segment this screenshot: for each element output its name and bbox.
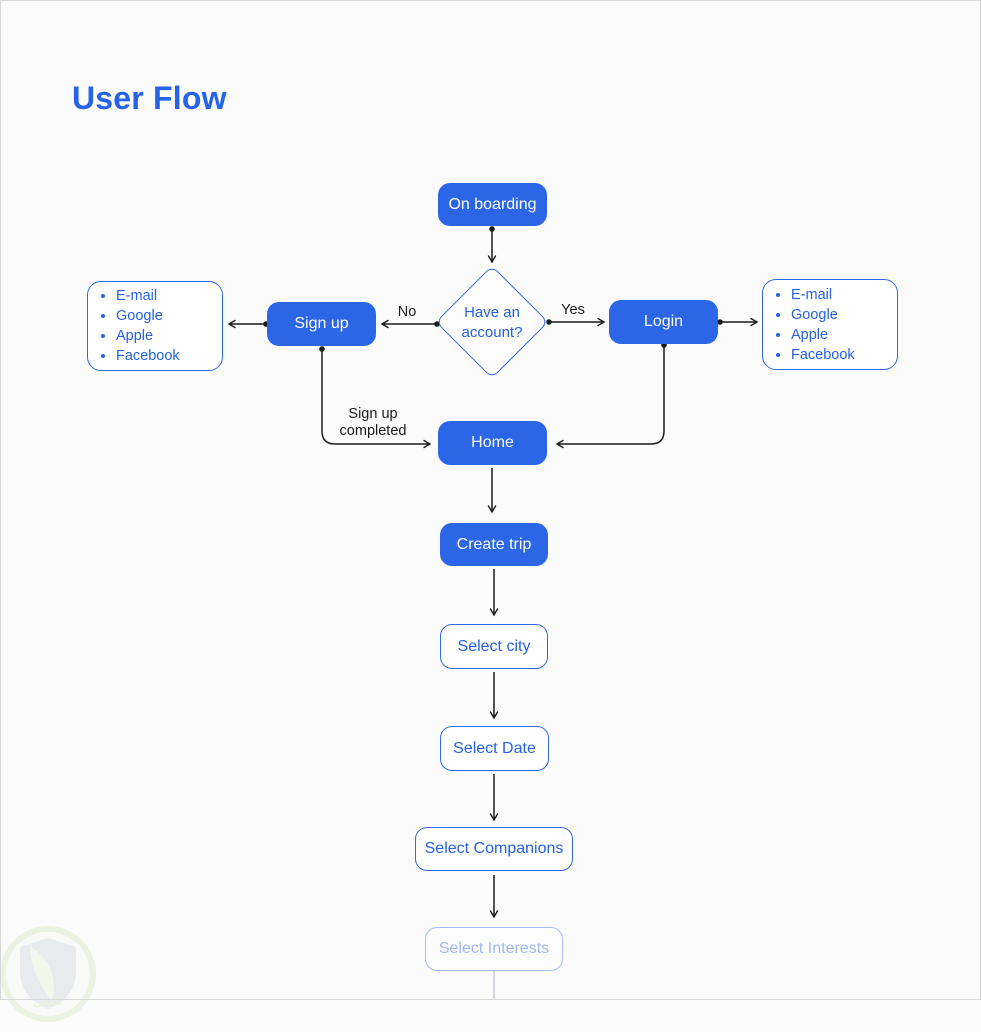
auth-option: Google bbox=[791, 305, 855, 325]
node-onboarding: On boarding bbox=[438, 183, 547, 226]
node-create-trip: Create trip bbox=[440, 523, 548, 566]
auth-option: Facebook bbox=[116, 346, 180, 366]
auth-option: E-mail bbox=[791, 285, 855, 305]
auth-option: Facebook bbox=[791, 345, 855, 365]
auth-option: Google bbox=[116, 306, 180, 326]
node-home: Home bbox=[438, 421, 547, 465]
watermark-text: كفيل bbox=[33, 992, 64, 1009]
shield-icon bbox=[20, 938, 76, 1009]
auth-options-list: E-mail Google Apple Facebook bbox=[763, 285, 855, 365]
node-select-date: Select Date bbox=[440, 726, 549, 771]
node-signup: Sign up bbox=[267, 302, 376, 346]
node-select-city: Select city bbox=[440, 624, 548, 669]
page-title: User Flow bbox=[72, 80, 227, 116]
auth-option: Apple bbox=[791, 325, 855, 345]
watermark-logo: كفيل bbox=[0, 926, 96, 1022]
leaf-icon bbox=[30, 946, 54, 1002]
auth-option: E-mail bbox=[116, 286, 180, 306]
node-decision-label: Have an account? bbox=[461, 303, 523, 341]
node-select-interests: Select Interests bbox=[425, 927, 563, 971]
edge-label-no: No bbox=[397, 304, 417, 320]
node-login: Login bbox=[609, 300, 718, 344]
node-select-companions: Select Companions bbox=[415, 827, 573, 871]
auth-options-right: E-mail Google Apple Facebook bbox=[762, 279, 898, 370]
auth-option: Apple bbox=[116, 326, 180, 346]
auth-options-list: E-mail Google Apple Facebook bbox=[88, 286, 180, 366]
edge-label-yes: Yes bbox=[561, 302, 585, 318]
edge-label-signup-completed: Sign up completed bbox=[339, 406, 407, 440]
auth-options-left: E-mail Google Apple Facebook bbox=[87, 281, 223, 371]
edge-login-home bbox=[555, 345, 665, 449]
